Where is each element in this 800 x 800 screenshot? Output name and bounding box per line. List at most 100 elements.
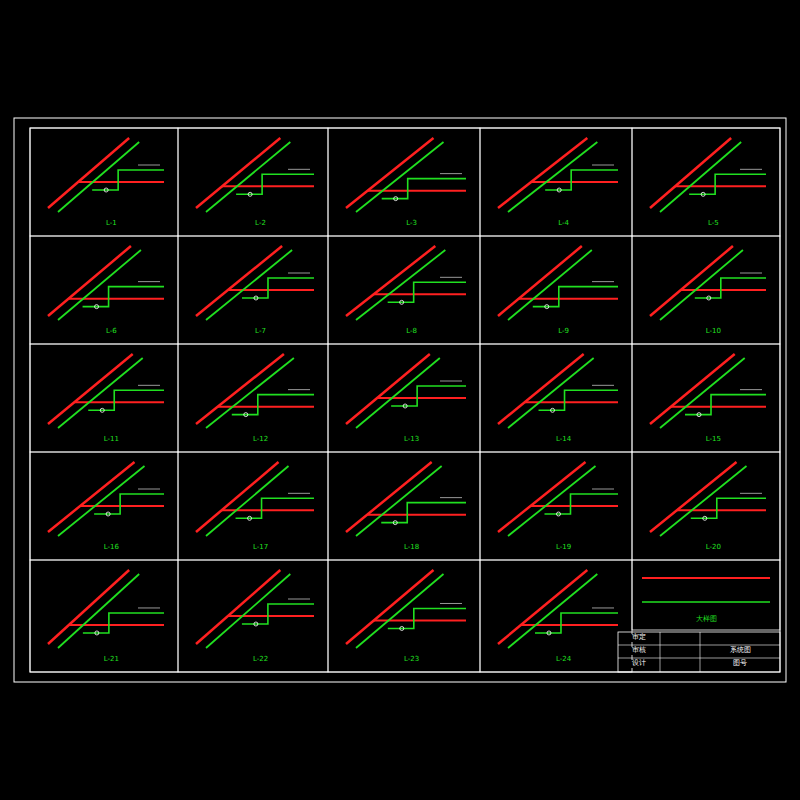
table-cell: 系统图 (729, 647, 752, 655)
pipe-riser (508, 142, 597, 212)
panel-caption: L-2 (254, 220, 267, 228)
valve-symbol (393, 521, 397, 525)
valve-symbol (707, 296, 711, 300)
pipe-branch (691, 498, 766, 518)
pipe-branch (232, 395, 314, 415)
panel-caption: L-5 (707, 220, 720, 228)
pipe-riser (346, 138, 433, 208)
dimension-line (440, 173, 462, 174)
panel-frame (632, 128, 780, 236)
pipe-riser (48, 138, 129, 208)
dimension-line (740, 493, 762, 494)
panel-frame (632, 344, 780, 452)
panel-caption: L-21 (103, 656, 120, 664)
panel-caption: L-18 (403, 544, 420, 552)
pipe-branch (236, 174, 314, 194)
pipe-branch (391, 386, 466, 406)
pipe-riser (498, 354, 584, 424)
pipe-branch (388, 282, 466, 302)
inner-frame (30, 128, 780, 672)
panel-caption: L-13 (403, 436, 420, 444)
pipe-riser (58, 358, 143, 428)
pipe-branch (533, 287, 618, 307)
panel-caption: L-17 (252, 544, 269, 552)
panel-caption: L-23 (403, 656, 420, 664)
pipe-branch (94, 494, 164, 514)
dimension-line (592, 281, 614, 282)
panel-frame (480, 128, 632, 236)
panel-caption: L-24 (555, 656, 572, 664)
table-rule (660, 632, 661, 672)
panel-frame (30, 128, 178, 236)
pipe-riser (508, 574, 597, 648)
dimension-line (138, 385, 160, 386)
pipe-branch (388, 608, 466, 628)
panel-caption: L-6 (105, 328, 118, 336)
panel-frame (178, 236, 328, 344)
pipe-branch (685, 395, 766, 415)
panel-frame (178, 452, 328, 560)
valve-symbol (697, 413, 701, 417)
dimension-line (592, 489, 614, 490)
panel-frame (30, 452, 178, 560)
pipe-riser (196, 246, 282, 316)
pipe-riser (356, 466, 442, 536)
pipe-riser (346, 246, 435, 316)
pipe-riser (498, 246, 582, 316)
valve-symbol (100, 408, 104, 412)
dimension-line (288, 273, 310, 274)
pipe-branch (545, 170, 618, 190)
pipe-riser (58, 466, 144, 536)
table-cell: 审定 (631, 634, 647, 642)
valve-symbol (556, 512, 560, 516)
panel-frame (178, 128, 328, 236)
pipe-branch (242, 278, 314, 298)
panel-caption: L-10 (705, 328, 722, 336)
pipe-riser (48, 354, 133, 424)
dimension-line (138, 607, 160, 608)
valve-symbol (547, 631, 551, 635)
pipe-riser (196, 354, 284, 424)
pipe-branch (382, 179, 466, 199)
pipe-branch (83, 613, 164, 633)
dimension-line (440, 381, 462, 382)
dimension-line (592, 165, 614, 166)
panel-frame (632, 452, 780, 560)
valve-symbol (701, 192, 705, 196)
dimension-line (138, 489, 160, 490)
pipe-riser (58, 142, 139, 212)
table-cell: 审核 (631, 647, 647, 655)
pipe-branch (535, 613, 618, 633)
dimension-line (440, 277, 462, 278)
panel-frame (30, 344, 178, 452)
pipe-riser (660, 250, 743, 320)
valve-symbol (106, 512, 110, 516)
pipe-riser (58, 250, 141, 320)
dimension-line (288, 169, 310, 170)
detail-frame (632, 560, 780, 630)
pipe-riser (660, 142, 741, 212)
panel-frame (328, 236, 480, 344)
panel-caption: L-3 (405, 220, 418, 228)
panel-frame (178, 560, 328, 672)
valve-symbol (557, 188, 561, 192)
pipe-riser (498, 462, 585, 532)
table-rule (618, 658, 780, 659)
pipe-branch (544, 494, 618, 514)
pipe-riser (48, 462, 134, 532)
valve-symbol (254, 622, 258, 626)
dimension-line (740, 169, 762, 170)
panel-frame (30, 560, 178, 672)
pipe-riser (206, 574, 290, 648)
pipe-riser (206, 358, 294, 428)
valve-symbol (394, 197, 398, 201)
pipe-branch (242, 604, 314, 624)
pipe-riser (650, 462, 736, 532)
table-rule (618, 645, 780, 646)
valve-symbol (244, 413, 248, 417)
panel-frame (480, 344, 632, 452)
panel-frame (632, 236, 780, 344)
valve-symbol (400, 300, 404, 304)
panel-caption: L-15 (705, 436, 722, 444)
